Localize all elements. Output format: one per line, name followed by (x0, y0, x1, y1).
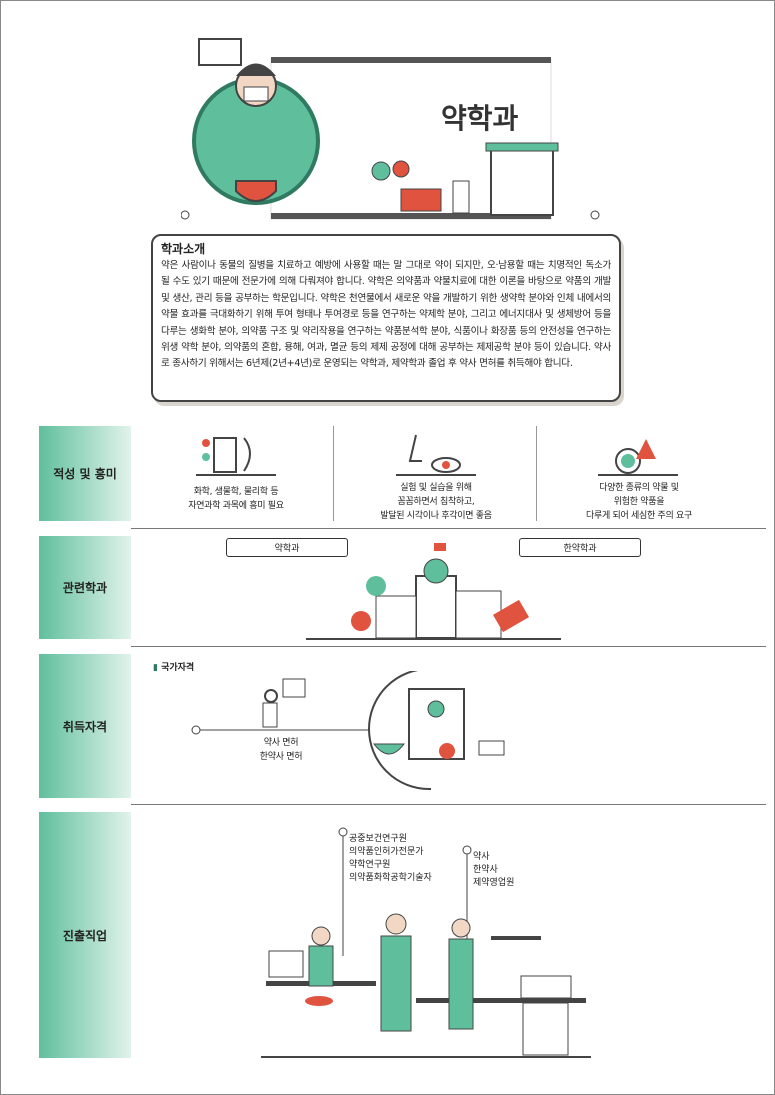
aptitude-text-1: 화학, 생물학, 물리학 등 자연과학 과목에 흥미 필요 (188, 487, 284, 511)
bottle-icon (452, 180, 470, 214)
divider (333, 426, 334, 521)
aptitude-text-2: 실험 및 실습을 위해 꼼꼼하면서 침착하고, 발달된 시각이나 후각이면 좋음 (380, 483, 492, 521)
header-illustration (181, 38, 600, 220)
divider (131, 804, 766, 805)
section-label-qualification: 취득자격 (39, 654, 131, 798)
bookmark-icon: ▮ (153, 663, 158, 673)
related-department-1: 약학과 (226, 538, 348, 557)
section-label-careers: 진출직업 (39, 812, 131, 1058)
career-group-2: 약사 한약사 제약영업원 (473, 852, 515, 888)
divider (536, 426, 537, 521)
capsule-icon (371, 161, 391, 181)
divider (131, 528, 766, 529)
page-title: 약학과 (441, 102, 519, 135)
divider (131, 646, 766, 647)
speech-bubble-icon (198, 38, 242, 66)
intro-heading: 학과소개 (161, 242, 206, 256)
science-book-icon (196, 437, 276, 476)
certificate-icon (372, 688, 505, 760)
category-text: 국가자격 (161, 663, 195, 673)
workplace-illustration (261, 827, 591, 1058)
intro-body: 약은 사람이나 동물의 질병을 치료하고 예방에 사용할 때는 말 그대로 약이… (161, 260, 611, 370)
related-department-2: 한약학과 (519, 538, 641, 557)
section-label-related: 관련학과 (39, 536, 131, 639)
hazard-flask-icon (598, 439, 678, 476)
intro-box: 학과소개 약은 사람이나 동물의 질병을 치료하고 예방에 사용할 때는 말 그… (151, 234, 621, 402)
licenses-text: 약사 면허 한약사 면허 (259, 738, 303, 762)
cabinet-icon (490, 148, 554, 216)
medicine-box-icon (400, 188, 442, 212)
campus-illustration (306, 543, 561, 640)
section-label-aptitude: 적성 및 흥미 (39, 426, 131, 521)
aptitude-text-3: 다양한 종류의 약물 및 위험한 약품을 다루게 되어 세심한 주의 요구 (585, 483, 692, 521)
mortar-icon (235, 180, 277, 202)
nose-eye-icon (396, 434, 476, 476)
qualification-category: ▮ 국가자격 (153, 660, 194, 673)
career-group-1: 공중보건연구원 의약품인허가전문가 약학연구원 의약품화학공학기술자 (349, 834, 432, 883)
